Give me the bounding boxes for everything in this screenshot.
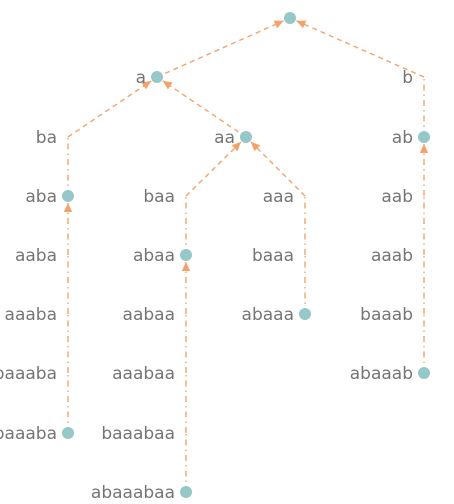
arrowhead-b-to-root: [296, 20, 307, 29]
node-dot-aba: [62, 190, 74, 202]
node-label-abaaaba: abaaaba: [0, 424, 57, 444]
node-label-aaab: aaab: [371, 246, 413, 266]
edge-a-to-root: [156, 20, 284, 78]
edge-ba-to-a: [67, 80, 152, 138]
node-dot-abaa: [180, 249, 192, 261]
node-label-aaba: aaba: [15, 246, 57, 266]
node-label-aaaba: aaaba: [5, 305, 57, 325]
node-dot-ab: [418, 131, 430, 143]
node-label-aba: aba: [25, 187, 57, 207]
node-label-baaab: baaab: [360, 305, 413, 325]
node-dot-root: [284, 12, 296, 24]
arrowhead-aaa-to-aa: [250, 141, 261, 152]
node-label-aa: aa: [214, 128, 235, 148]
node-label-abaaa: abaaa: [242, 305, 294, 325]
arrowhead-a-to-root: [273, 20, 284, 29]
node-dot-a: [151, 71, 163, 83]
node-label-aaabaa: aaabaa: [112, 364, 175, 384]
node-label-abaa: abaa: [133, 246, 175, 266]
node-dot-aa: [240, 131, 252, 143]
node-label-ab: ab: [392, 128, 413, 148]
node-label-baa: baa: [143, 187, 175, 207]
arrowhead-aab-to-ab: [419, 144, 429, 153]
edge-baa-to-aa: [185, 141, 242, 197]
node-label-b: b: [402, 68, 413, 88]
node-label-aaa: aaa: [263, 187, 294, 207]
arrowhead-ba-to-a: [141, 80, 152, 90]
node-dot-abaaabaa: [180, 486, 192, 498]
arrowhead-aaba-to-aba: [63, 203, 73, 212]
arrowhead-baa-to-aa: [231, 141, 242, 152]
node-label-aabaa: aabaa: [123, 305, 175, 325]
node-dot-abaaab: [418, 367, 430, 379]
node-dot-abaaaba: [62, 427, 74, 439]
node-label-aab: aab: [381, 187, 413, 207]
edge-aa-to-a: [162, 80, 247, 138]
node-label-baaaba: baaaba: [0, 364, 57, 384]
node-label-abaaabaa: abaaabaa: [91, 483, 175, 503]
edge-aaa-to-aa: [250, 141, 306, 197]
node-label-baaabaa: baaabaa: [101, 424, 175, 444]
node-label-ba: ba: [36, 128, 57, 148]
node-label-abaaab: abaaab: [350, 364, 413, 384]
tree-edges: [63, 20, 429, 492]
arrowhead-aa-to-a: [162, 80, 173, 90]
arrowhead-aabaa-to-abaa: [181, 262, 191, 271]
node-dot-abaaa: [299, 308, 311, 320]
node-label-baaa: baaa: [252, 246, 294, 266]
node-label-a: a: [136, 68, 146, 88]
